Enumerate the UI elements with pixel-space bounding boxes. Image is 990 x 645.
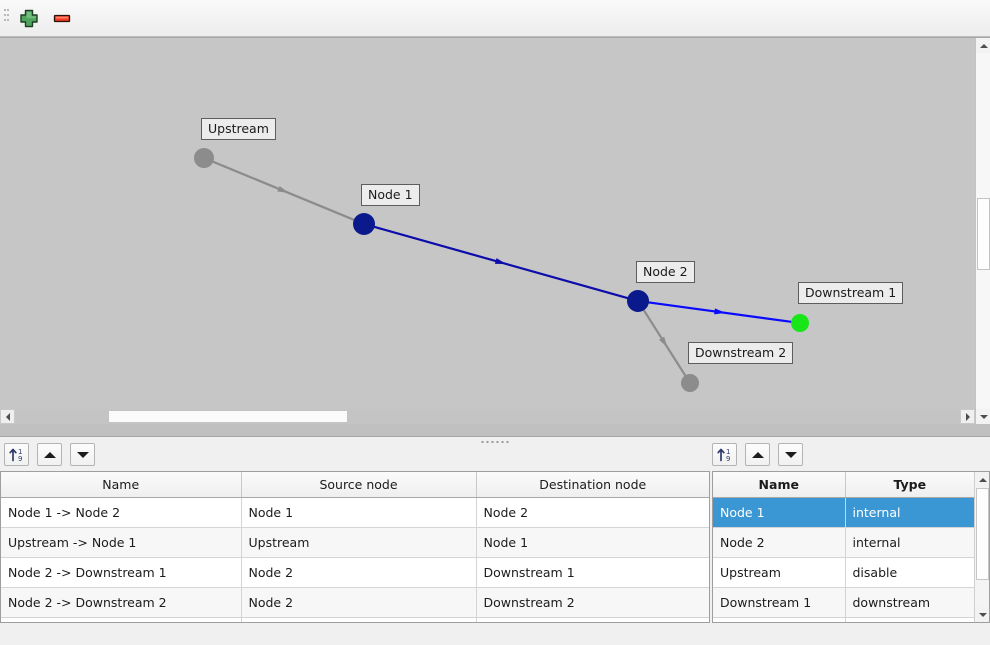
hscrollbar-thumb[interactable] <box>108 410 348 423</box>
diagram-node-node1[interactable] <box>353 213 375 235</box>
diagram-pane[interactable]: Upstream Node 1 Node 2 Downstream 1 Down… <box>0 37 990 437</box>
links-table-cell-2[interactable]: Downstream 1 <box>476 557 709 588</box>
links-table-cell-0[interactable]: Upstream -> Node 1 <box>1 527 242 558</box>
svg-text:9: 9 <box>726 455 730 463</box>
add-button[interactable] <box>16 6 42 31</box>
nodes-table-cell-1[interactable]: internal <box>845 497 974 528</box>
diagram-node-downstream1[interactable] <box>791 314 809 332</box>
nodes-move-up-button[interactable] <box>745 443 770 466</box>
nodes-table-column-header-1[interactable]: Type <box>845 472 974 498</box>
links-toolbar: 1 9 <box>4 443 103 467</box>
vscrollbar-up-arrow-icon[interactable] <box>976 38 990 53</box>
diagram-arrowhead-node1-node2 <box>494 258 507 264</box>
links-table-cell-0[interactable]: Node 2 -> Downstream 2 <box>1 587 242 618</box>
arrow-up-icon <box>43 451 56 458</box>
nodes-table-cell-0[interactable]: Node 2 <box>713 527 846 558</box>
diagram-node-upstream[interactable] <box>194 148 214 168</box>
nodes-move-down-button[interactable] <box>778 443 803 466</box>
links-sort-button[interactable]: 1 9 <box>4 443 29 466</box>
nodes-table-cell-0[interactable]: Upstream <box>713 557 846 588</box>
diagram-label-node1[interactable]: Node 1 <box>361 184 420 206</box>
links-table-cell-2[interactable]: Node 2 <box>476 497 709 528</box>
delete-button[interactable] <box>49 6 75 31</box>
pane-splitter[interactable] <box>0 437 990 446</box>
vscrollbar-thumb[interactable] <box>977 198 990 270</box>
plus-icon <box>20 9 38 28</box>
main-toolbar <box>0 0 990 37</box>
links-table-cell-2[interactable]: Node 1 <box>476 527 709 558</box>
nodes-table-cell-0[interactable]: Downstream 1 <box>713 587 846 618</box>
links-table-cell-2[interactable]: Downstream 2 <box>476 587 709 618</box>
sort-ascending-icon: 1 9 <box>9 448 22 463</box>
nodes-table-cell-0[interactable]: Node 1 <box>713 497 846 528</box>
links-table-cell-0[interactable]: Node 2 -> Downstream 1 <box>1 557 242 588</box>
toolbar-drag-handle[interactable] <box>4 9 9 29</box>
nodes-scrollbar-down-arrow-icon[interactable] <box>975 607 989 622</box>
diagram-canvas[interactable]: Upstream Node 1 Node 2 Downstream 1 Down… <box>0 38 975 424</box>
links-table-column-header-1[interactable]: Source node <box>241 472 477 498</box>
diagram-node-downstream2[interactable] <box>681 374 699 392</box>
nodes-scrollbar-thumb[interactable] <box>976 488 989 580</box>
links-table-cell-0[interactable]: Node 1 -> Node 2 <box>1 497 242 528</box>
links-table-column-header-2[interactable]: Destination node <box>476 472 709 498</box>
sort-ascending-icon: 1 9 <box>717 448 730 463</box>
diagram-vertical-scrollbar[interactable] <box>975 38 990 424</box>
links-table-column-header-0[interactable]: Name <box>1 472 242 498</box>
nodes-sort-button[interactable]: 1 9 <box>712 443 737 466</box>
diagram-edge-layer <box>211 160 793 377</box>
nodes-table-cell-1[interactable]: disable <box>845 557 974 588</box>
nodes-toolbar: 1 9 <box>712 443 811 467</box>
diagram-node-node2[interactable] <box>627 290 649 312</box>
links-table-empty-row <box>1 617 709 622</box>
links-move-down-button[interactable] <box>70 443 95 466</box>
svg-text:9: 9 <box>18 455 22 463</box>
arrow-up-icon <box>751 451 764 458</box>
diagram-arrowhead-node2-downstream1 <box>714 308 726 315</box>
links-table-cell-1[interactable]: Upstream <box>241 527 477 558</box>
nodes-table-cell-1[interactable]: downstream <box>845 587 974 618</box>
diagram-arrowhead-upstream-node1 <box>277 185 289 193</box>
links-table-cell-1[interactable]: Node 2 <box>241 557 477 588</box>
diagram-arrowhead-node2-downstream2 <box>659 336 668 348</box>
splitter-grip-icon[interactable] <box>481 441 509 443</box>
arrow-down-icon <box>76 451 89 458</box>
links-table-cell-1[interactable]: Node 1 <box>241 497 477 528</box>
vscrollbar-down-arrow-icon[interactable] <box>976 409 990 424</box>
nodes-table-column-header-0[interactable]: Name <box>713 472 846 498</box>
svg-text:1: 1 <box>726 448 730 456</box>
nodes-table-empty-row <box>713 617 974 622</box>
diagram-horizontal-scrollbar[interactable] <box>0 409 975 424</box>
diagram-label-downstream1[interactable]: Downstream 1 <box>798 282 904 304</box>
links-move-up-button[interactable] <box>37 443 62 466</box>
hscrollbar-left-arrow-icon[interactable] <box>0 409 15 424</box>
nodes-table-cell-1[interactable]: internal <box>845 527 974 558</box>
diagram-label-upstream[interactable]: Upstream <box>201 118 276 140</box>
diagram-label-downstream2[interactable]: Downstream 2 <box>688 342 794 364</box>
nodes-scrollbar-up-arrow-icon[interactable] <box>975 472 989 487</box>
minus-icon <box>53 14 71 23</box>
arrow-down-icon <box>784 451 797 458</box>
hscrollbar-right-arrow-icon[interactable] <box>960 409 975 424</box>
svg-text:1: 1 <box>18 448 22 456</box>
nodes-table-scrollbar[interactable] <box>974 472 989 622</box>
diagram-label-node2[interactable]: Node 2 <box>636 261 695 283</box>
links-table-cell-1[interactable]: Node 2 <box>241 587 477 618</box>
